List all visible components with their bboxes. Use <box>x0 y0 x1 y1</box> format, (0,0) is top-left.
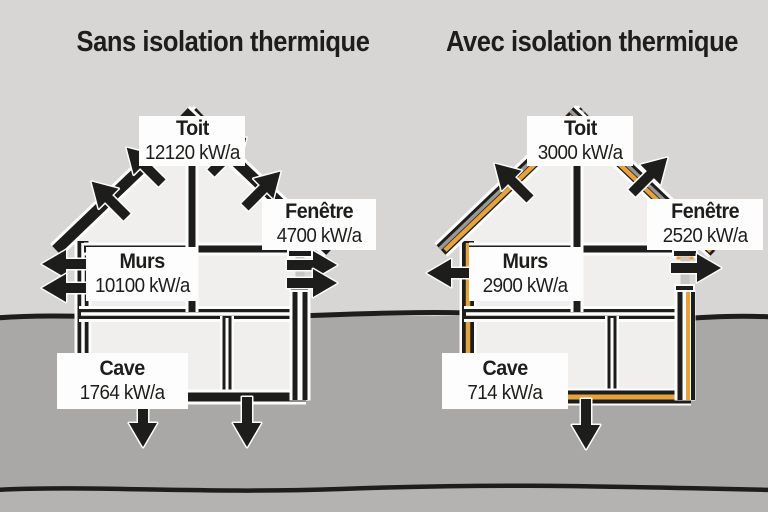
label-roof-right-name: Toit <box>563 116 597 140</box>
window-lintel <box>672 249 698 258</box>
label-cellar-left-value: 1764 kW/a <box>80 381 165 404</box>
title-with-insulation: Avec isolation thermique <box>446 26 738 58</box>
label-cellar-right-name: Cave <box>482 356 528 380</box>
label-roof-left-value: 12120 kW/a <box>144 141 240 164</box>
label-cellar-right-value: 714 kW/a <box>467 381 543 404</box>
label-walls-left-value: 10100 kW/a <box>94 274 190 297</box>
label-window-left-name: Fenêtre <box>284 200 354 224</box>
label-window-left-value: 4700 kW/a <box>276 225 362 248</box>
label-cellar-right: Cave 714 kW/a <box>442 353 568 409</box>
window-glass <box>295 257 305 287</box>
deep-underground-strip <box>0 488 768 512</box>
label-walls-right-value: 2900 kW/a <box>482 274 568 297</box>
label-roof-left: Toit 12120 kW/a <box>139 116 245 166</box>
label-cellar-left-name: Cave <box>99 356 146 380</box>
label-roof-right: Toit 3000 kW/a <box>527 116 633 166</box>
title-without-insulation: Sans isolation thermique <box>76 26 370 58</box>
deep-ground-line <box>0 483 768 493</box>
window-sill <box>674 284 695 292</box>
label-walls-left-name: Murs <box>119 249 165 273</box>
window-lintel <box>287 249 313 258</box>
label-window-left: Fenêtre 4700 kW/a <box>262 199 376 250</box>
label-cellar-left: Cave 1764 kW/a <box>57 353 188 409</box>
label-window-right-name: Fenêtre <box>670 200 740 224</box>
label-walls-right-name: Murs <box>502 249 548 273</box>
window <box>287 249 313 401</box>
label-walls-left: Murs 10100 kW/a <box>86 247 198 301</box>
label-window-right: Fenêtre 2520 kW/a <box>647 199 763 250</box>
label-roof-right-value: 3000 kW/a <box>537 141 623 164</box>
label-roof-left-name: Toit <box>175 116 209 140</box>
label-walls-right: Murs 2900 kW/a <box>469 247 581 301</box>
label-window-right-value: 2520 kW/a <box>662 225 748 248</box>
